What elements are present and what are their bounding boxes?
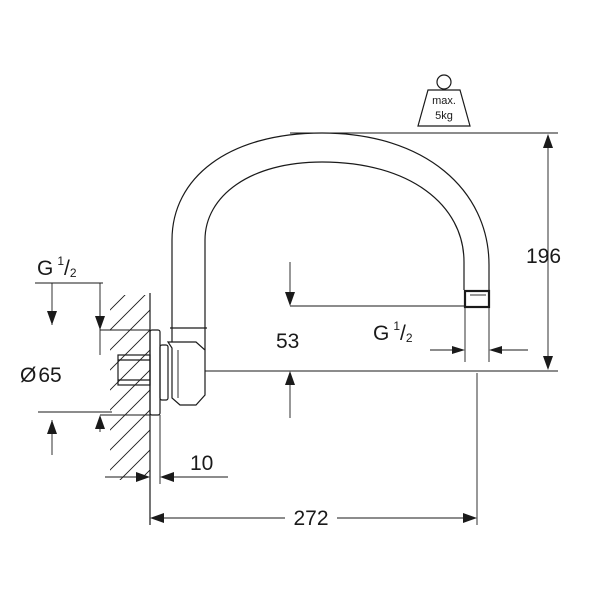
diameter-label: Ø65 xyxy=(20,364,62,387)
weight-badge-line2: 5kg xyxy=(435,110,453,122)
curved-shower-arm xyxy=(171,132,490,328)
height-dimension: 196 xyxy=(205,132,561,372)
outlet-nut xyxy=(463,289,491,309)
offset-value: 53 xyxy=(276,330,299,353)
width-dimension: 272 xyxy=(150,373,478,530)
wall-thread-connector xyxy=(117,354,151,386)
wall-hatching xyxy=(110,295,150,480)
height-value: 196 xyxy=(526,245,561,268)
weight-badge-line1: max. xyxy=(432,95,456,107)
depth-value: 10 xyxy=(190,452,213,475)
offset-dimension: 53 xyxy=(276,262,465,418)
elbow-body xyxy=(166,327,207,406)
diameter-dimension: Ø65 xyxy=(20,300,150,434)
max-weight-icon: max. 5kg xyxy=(417,74,471,127)
width-value: 272 xyxy=(293,507,328,530)
depth-dimension: 10 xyxy=(105,415,228,484)
wall-flange xyxy=(149,329,169,416)
